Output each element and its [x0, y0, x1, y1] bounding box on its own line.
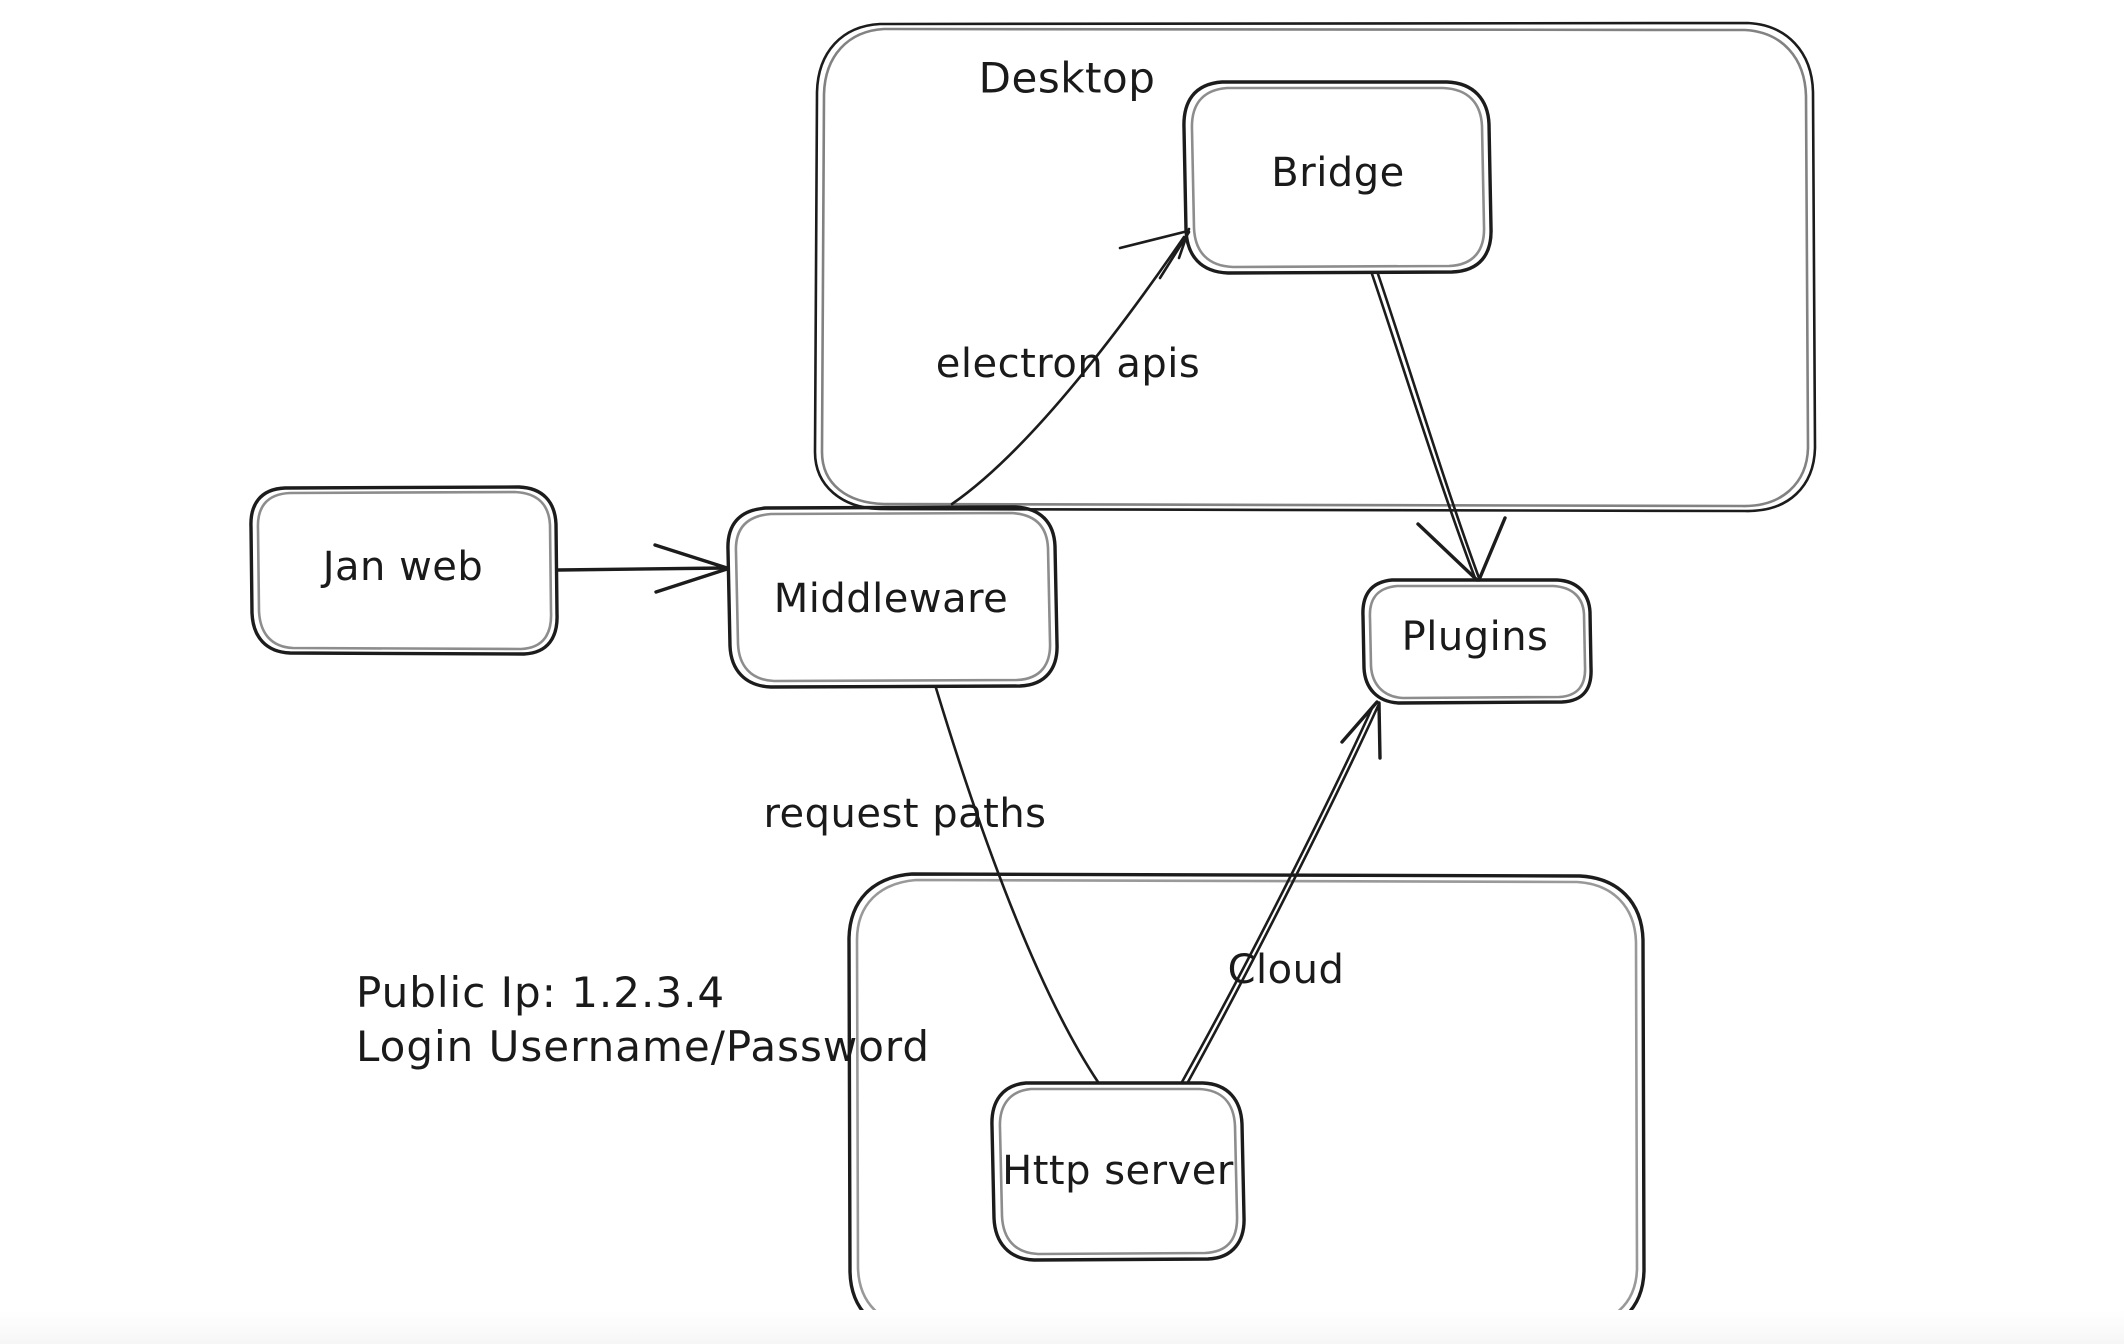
edge-label-electron-apis: electron apis [935, 341, 1201, 387]
node-label-jan-web: Jan web [322, 544, 484, 590]
node-http-server-outline [990, 1081, 1246, 1262]
group-label-desktop: Desktop [978, 53, 1156, 103]
node-label-http-server: Http server [1002, 1148, 1234, 1194]
group-desktop-outline [813, 21, 1817, 513]
node-bridge-outline [1182, 80, 1493, 275]
edge-jan-web-to-middleware [556, 543, 729, 594]
note-public-ip: Public Ip: 1.2.3.4 [356, 968, 726, 1017]
edge-label-request-paths: request paths [763, 791, 1047, 837]
node-label-bridge: Bridge [1271, 150, 1405, 196]
edge-middleware-to-http-server [934, 686, 1100, 1084]
edge-http-server-to-plugins [1180, 700, 1382, 1084]
node-jan-web-outline [249, 485, 559, 656]
node-plugins-outline [1361, 578, 1593, 705]
edge-middleware-to-bridge [950, 227, 1191, 506]
group-cloud-outline [847, 872, 1646, 1336]
annotation-note-block: Public Ip: 1.2.3.4 Login Username/Passwo… [356, 966, 930, 1074]
node-label-middleware: Middleware [773, 576, 1009, 622]
note-login-credentials: Login Username/Password [356, 1021, 931, 1071]
node-middleware-outline [726, 505, 1059, 689]
edge-label-cloud: Cloud [1227, 947, 1345, 993]
node-label-plugins: Plugins [1401, 614, 1549, 660]
edge-bridge-to-plugins [1370, 272, 1507, 582]
